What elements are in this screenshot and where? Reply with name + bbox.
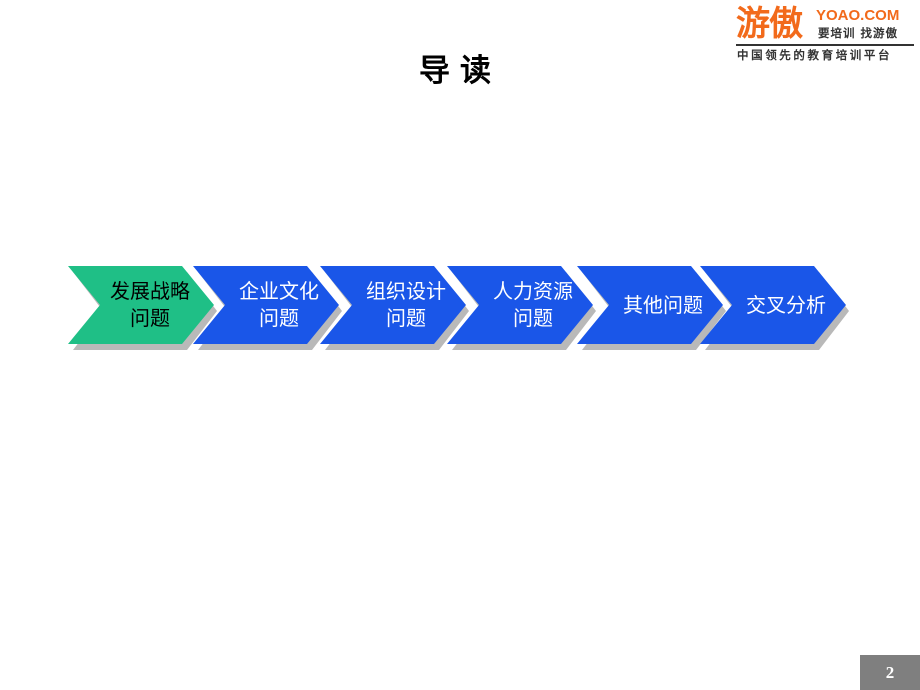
logo-mark: 游傲 bbox=[736, 4, 803, 44]
logo-subtitle: 中国领先的教育培训平台 bbox=[737, 48, 893, 62]
chevron-fill bbox=[68, 266, 214, 344]
process-step-label: 其他问题 bbox=[623, 292, 703, 317]
chevron-shape bbox=[320, 266, 469, 350]
logo-domain: YOAO.COM bbox=[816, 7, 900, 24]
logo-divider bbox=[736, 44, 914, 46]
process-step-label: 交叉分析 bbox=[746, 292, 826, 317]
logo: 游傲 YOAO.COM 要培训 找游傲 中国领先的教育培训平台 bbox=[736, 4, 916, 66]
chevron-shape bbox=[447, 266, 596, 350]
slide-title: 导读 bbox=[419, 53, 501, 89]
chevron-shape bbox=[700, 266, 849, 350]
chevron-fill bbox=[447, 266, 593, 344]
logo-slogan: 要培训 找游傲 bbox=[818, 26, 899, 40]
chevron-fill bbox=[700, 266, 846, 344]
chevron-shape bbox=[68, 266, 217, 350]
page-number: 2 bbox=[860, 655, 920, 690]
process-step-label: 组织设计 问题 bbox=[366, 279, 446, 330]
chevron-fill bbox=[577, 266, 723, 344]
process-step-label: 发展战略 问题 bbox=[110, 279, 190, 330]
process-step-label: 企业文化 问题 bbox=[239, 279, 319, 330]
chevron-shape bbox=[577, 266, 726, 350]
process-step-label: 人力资源 问题 bbox=[493, 279, 573, 330]
chevron-fill bbox=[320, 266, 466, 344]
chevron-shape bbox=[193, 266, 342, 350]
chevron-fill bbox=[193, 266, 339, 344]
